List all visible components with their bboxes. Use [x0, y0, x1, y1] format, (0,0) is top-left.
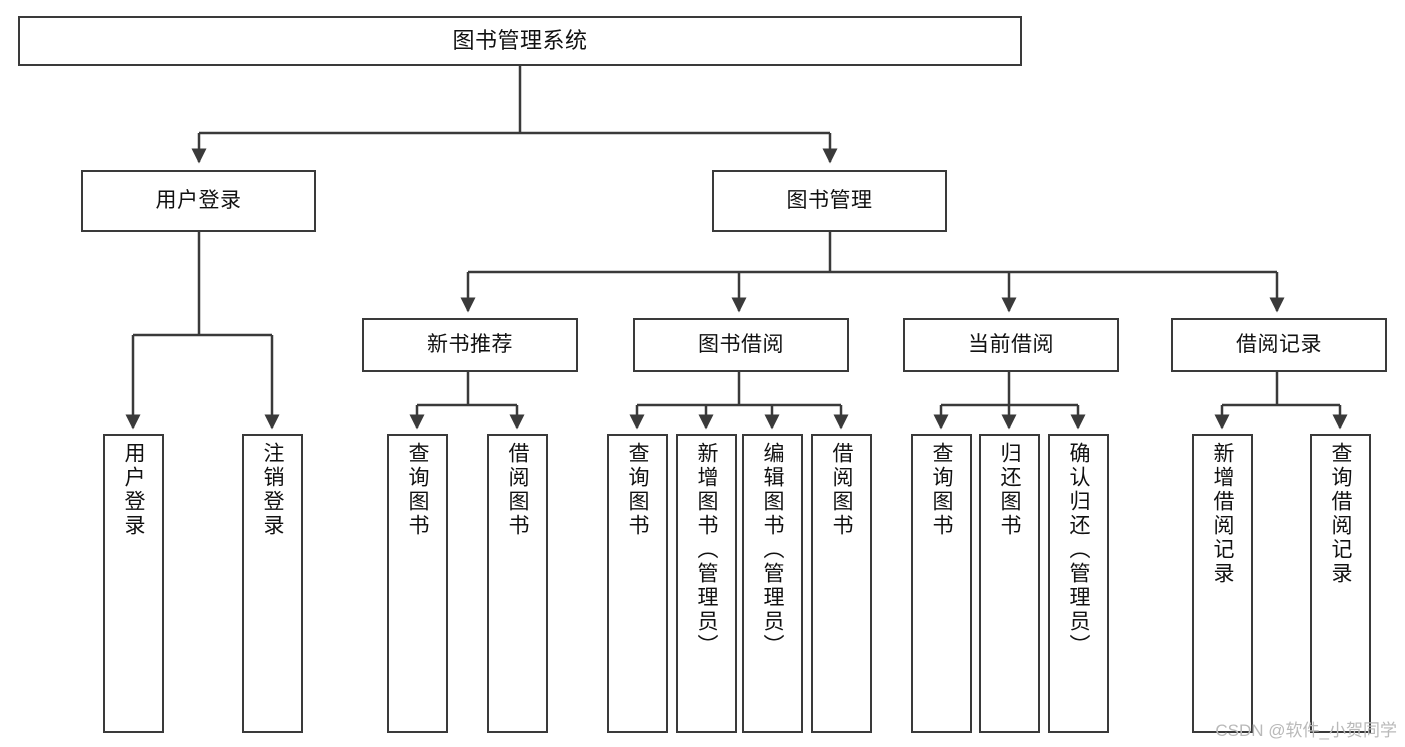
- leaf-add-book[interactable]: 新增图书（管理员）: [676, 434, 737, 733]
- node-borrow-record[interactable]: 借阅记录: [1171, 318, 1387, 372]
- watermark-text: CSDN @软件_小贺同学: [1215, 721, 1397, 740]
- leaf-query-book-recommend[interactable]: 查询图书: [387, 434, 448, 733]
- node-label: 新增图书（管理员）: [695, 442, 718, 658]
- leaf-confirm-return[interactable]: 确认归还（管理员）: [1048, 434, 1109, 733]
- node-label: 新增借阅记录: [1211, 442, 1234, 586]
- node-label: 借阅图书: [830, 442, 853, 538]
- node-label: 用户登录: [155, 188, 242, 212]
- leaf-borrow-book-recommend[interactable]: 借阅图书: [487, 434, 548, 733]
- node-label: 借阅图书: [506, 442, 529, 538]
- node-book-borrow[interactable]: 图书借阅: [633, 318, 849, 372]
- leaf-query-borrow-record[interactable]: 查询借阅记录: [1310, 434, 1371, 733]
- node-label: 新书推荐: [427, 332, 513, 356]
- node-current-borrow[interactable]: 当前借阅: [903, 318, 1119, 372]
- node-label: 图书管理系统: [452, 28, 588, 54]
- node-root-system[interactable]: 图书管理系统: [18, 16, 1022, 66]
- node-label: 确认归还（管理员）: [1067, 442, 1090, 658]
- node-label: 查询借阅记录: [1329, 442, 1352, 586]
- node-label: 图书借阅: [698, 332, 784, 356]
- leaf-user-login[interactable]: 用户登录: [103, 434, 164, 733]
- node-label: 图书管理: [786, 188, 873, 212]
- node-book-management[interactable]: 图书管理: [712, 170, 947, 232]
- node-label: 归还图书: [998, 442, 1021, 538]
- leaf-query-book-current[interactable]: 查询图书: [911, 434, 972, 733]
- node-new-book-recommend[interactable]: 新书推荐: [362, 318, 578, 372]
- leaf-return-book[interactable]: 归还图书: [979, 434, 1040, 733]
- leaf-edit-book[interactable]: 编辑图书（管理员）: [742, 434, 803, 733]
- leaf-logout-login[interactable]: 注销登录: [242, 434, 303, 733]
- node-label: 查询图书: [930, 442, 953, 538]
- node-label: 查询图书: [626, 442, 649, 538]
- node-user-login[interactable]: 用户登录: [81, 170, 316, 232]
- node-label: 当前借阅: [968, 332, 1054, 356]
- node-label: 查询图书: [406, 442, 429, 538]
- leaf-query-book-borrow[interactable]: 查询图书: [607, 434, 668, 733]
- leaf-borrow-book[interactable]: 借阅图书: [811, 434, 872, 733]
- leaf-add-borrow-record[interactable]: 新增借阅记录: [1192, 434, 1253, 733]
- node-label: 借阅记录: [1236, 332, 1322, 356]
- node-label: 用户登录: [122, 442, 145, 538]
- node-label: 注销登录: [261, 442, 284, 538]
- node-label: 编辑图书（管理员）: [761, 442, 784, 658]
